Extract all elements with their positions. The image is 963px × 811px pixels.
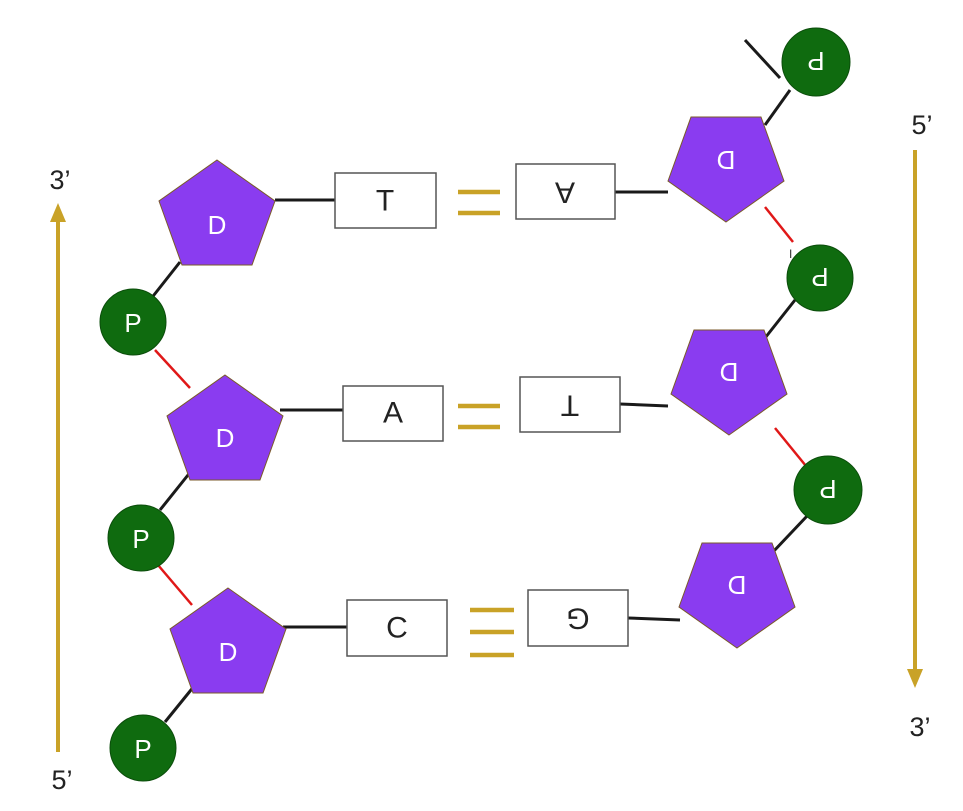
backbone-bond bbox=[163, 684, 197, 723]
svg-text:D: D bbox=[208, 210, 227, 240]
svg-text:D: D bbox=[717, 145, 736, 175]
phosphodiester-bond bbox=[154, 349, 191, 389]
right-sugar-2: D bbox=[670, 329, 788, 436]
left-phosphate-1: P bbox=[99, 288, 167, 356]
right-base-1: A bbox=[515, 163, 616, 220]
right-strand-bottom-end-label: 3’ bbox=[909, 712, 930, 742]
svg-text:P: P bbox=[819, 474, 836, 504]
left-sugar-2: D bbox=[166, 374, 284, 481]
right-sugar-3: D bbox=[678, 542, 796, 649]
backbone-bond bbox=[158, 469, 194, 511]
svg-text:D: D bbox=[720, 357, 739, 387]
svg-text:P: P bbox=[124, 308, 141, 338]
left-strand-direction-arrow bbox=[50, 203, 66, 752]
backbone-bond bbox=[770, 513, 810, 555]
left-phosphate-3: P bbox=[109, 714, 177, 782]
svg-text:P: P bbox=[134, 734, 151, 764]
svg-text:D: D bbox=[728, 570, 747, 600]
right-phosphate-1: P bbox=[781, 27, 851, 97]
left-base-1: T bbox=[334, 172, 437, 229]
svg-text:T: T bbox=[376, 185, 394, 218]
right-strand-top-end-label: 5’ bbox=[911, 110, 932, 140]
left-base-3: C bbox=[346, 599, 448, 657]
right-base-3: G bbox=[527, 589, 629, 647]
svg-text:D: D bbox=[219, 637, 238, 667]
left-sugar-1: D bbox=[158, 159, 276, 266]
phosphodiester-bond bbox=[157, 564, 193, 606]
svg-text:P: P bbox=[132, 524, 149, 554]
svg-text:A: A bbox=[383, 397, 403, 430]
left-base-2: A bbox=[342, 385, 444, 442]
right-phosphate-2: P bbox=[786, 244, 854, 312]
svg-text:P: P bbox=[811, 262, 828, 292]
svg-text:D: D bbox=[216, 423, 235, 453]
left-strand-bottom-end-label: 5’ bbox=[51, 765, 72, 795]
left-strand-top-end-label: 3’ bbox=[49, 165, 70, 195]
backbone-bond bbox=[148, 261, 182, 301]
phosphodiester-bond bbox=[774, 427, 807, 467]
backbone-bond bbox=[763, 299, 797, 339]
svg-text:P: P bbox=[807, 46, 824, 76]
left-sugar-3: D bbox=[169, 587, 287, 694]
backbone-tail-bond bbox=[743, 38, 782, 80]
right-phosphate-3: P bbox=[793, 455, 863, 525]
right-sugar-1: D bbox=[667, 116, 785, 223]
svg-text:G: G bbox=[566, 602, 589, 635]
svg-text:T: T bbox=[561, 389, 579, 422]
backbone-bond bbox=[763, 89, 792, 126]
svg-text:A: A bbox=[555, 176, 575, 209]
phosphodiester-bond bbox=[764, 206, 794, 243]
hydrogen-bonds-pair-1 bbox=[458, 189, 500, 216]
svg-text:C: C bbox=[386, 612, 408, 645]
right-strand-direction-arrow bbox=[907, 150, 923, 688]
right-base-2: T bbox=[519, 376, 621, 433]
hydrogen-bonds-pair-3 bbox=[470, 607, 514, 658]
hydrogen-bonds-pair-2 bbox=[458, 403, 500, 430]
cursor-mark: I bbox=[789, 247, 792, 261]
left-phosphate-2: P bbox=[107, 504, 175, 572]
